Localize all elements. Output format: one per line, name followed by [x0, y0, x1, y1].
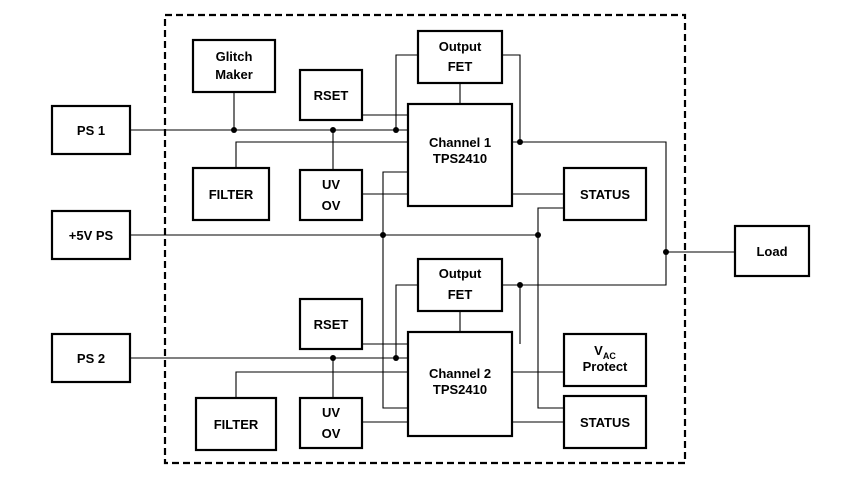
uv-ov-1-block: UV OV: [298, 168, 364, 222]
svg-text:OV: OV: [322, 198, 341, 213]
wiring: [130, 54, 735, 423]
svg-text:+5V PS: +5V PS: [69, 228, 114, 243]
svg-text:VAC: VAC: [594, 343, 616, 361]
status-1-block: STATUS: [562, 166, 648, 222]
svg-text:RSET: RSET: [314, 317, 349, 332]
svg-text:Output: Output: [439, 39, 482, 54]
ps2-block: PS 2: [50, 332, 132, 384]
output-fet-1-block: Output FET: [416, 29, 504, 85]
svg-text:Glitch: Glitch: [216, 49, 253, 64]
svg-text:Protect: Protect: [583, 359, 628, 374]
ps1-block: PS 1: [50, 104, 132, 156]
rset-2-block: RSET: [298, 297, 364, 351]
svg-text:UV: UV: [322, 405, 340, 420]
svg-text:OV: OV: [322, 426, 341, 441]
svg-text:FILTER: FILTER: [214, 417, 259, 432]
svg-text:Output: Output: [439, 266, 482, 281]
channel-1-block: Channel 1 TPS2410: [406, 102, 514, 208]
svg-text:Load: Load: [756, 244, 787, 259]
load-block: Load: [733, 224, 811, 278]
output-fet-2-block: Output FET: [416, 257, 504, 313]
svg-text:Channel 2: Channel 2: [429, 366, 491, 381]
svg-text:STATUS: STATUS: [580, 187, 630, 202]
svg-text:FILTER: FILTER: [209, 187, 254, 202]
filter-2-block: FILTER: [194, 396, 278, 452]
channel-2-block: Channel 2 TPS2410: [406, 330, 514, 438]
rset-1-block: RSET: [298, 68, 364, 122]
ps-5v-block: +5V PS: [50, 209, 132, 261]
uv-ov-2-block: UV OV: [298, 396, 364, 450]
junction-dots: [231, 127, 669, 361]
status-2-block: STATUS: [562, 394, 648, 450]
svg-text:Channel 1: Channel 1: [429, 135, 491, 150]
svg-text:PS 2: PS 2: [77, 351, 105, 366]
svg-text:STATUS: STATUS: [580, 415, 630, 430]
svg-text:TPS2410: TPS2410: [433, 151, 487, 166]
svg-text:RSET: RSET: [314, 88, 349, 103]
filter-1-block: FILTER: [191, 166, 271, 222]
svg-text:Maker: Maker: [215, 67, 253, 82]
module-boundary: [163, 13, 687, 465]
svg-text:TPS2410: TPS2410: [433, 382, 487, 397]
vac-protect-block: VAC Protect: [562, 332, 648, 388]
svg-text:FET: FET: [448, 287, 473, 302]
glitch-maker-block: Glitch Maker: [191, 38, 277, 94]
svg-text:UV: UV: [322, 177, 340, 192]
svg-text:FET: FET: [448, 59, 473, 74]
svg-text:PS 1: PS 1: [77, 123, 105, 138]
